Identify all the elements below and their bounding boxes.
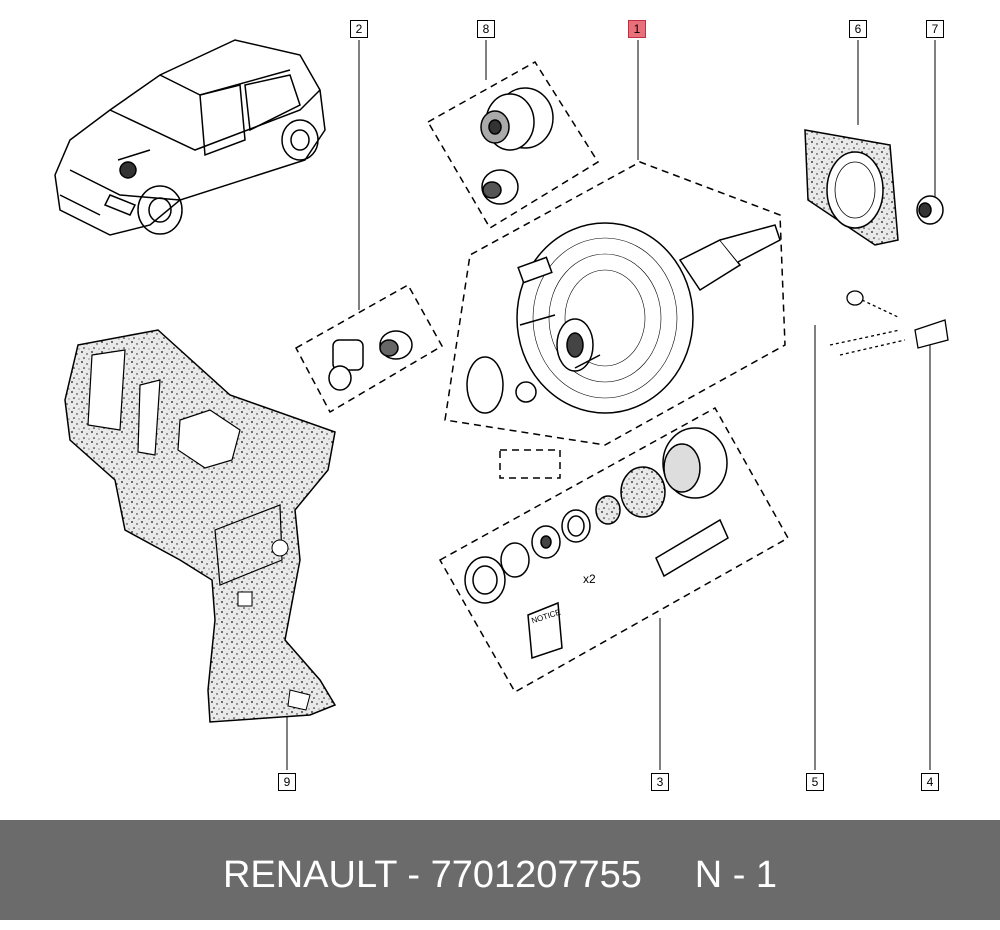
callout-5: 5	[806, 773, 824, 791]
callout-6: 6	[849, 20, 867, 38]
parts-diagram	[54, 39, 949, 770]
callout-8: 8	[477, 20, 495, 38]
brake-servo	[515, 222, 781, 414]
callout-4: 4	[921, 773, 939, 791]
grommet-seals	[480, 87, 554, 205]
leader-lines	[286, 40, 936, 770]
outline-1b	[499, 449, 561, 479]
repair-kit	[464, 356, 729, 660]
insulation-panel	[64, 329, 337, 723]
callout-7: 7	[926, 20, 944, 38]
callout-2: 2	[350, 20, 368, 38]
outline-1	[444, 161, 786, 446]
callout-3: 3	[651, 773, 669, 791]
outline-2	[294, 283, 444, 414]
callout-1: 1	[628, 20, 646, 38]
outline-3	[438, 406, 790, 694]
group-outlines	[294, 60, 790, 694]
bolt-and-clip	[829, 290, 949, 356]
outline-8	[426, 60, 600, 230]
part-number-title: RENAULT - 7701207755 N - 1	[222, 854, 778, 896]
gasket-plate	[804, 129, 899, 246]
car-illustration	[54, 39, 326, 236]
footer-bar: RENAULT - 7701207755 N - 1	[0, 820, 1000, 920]
vacuum-valve	[328, 330, 413, 391]
nut	[916, 195, 944, 225]
quantity-label: x2	[583, 572, 596, 586]
callout-9: 9	[278, 773, 296, 791]
